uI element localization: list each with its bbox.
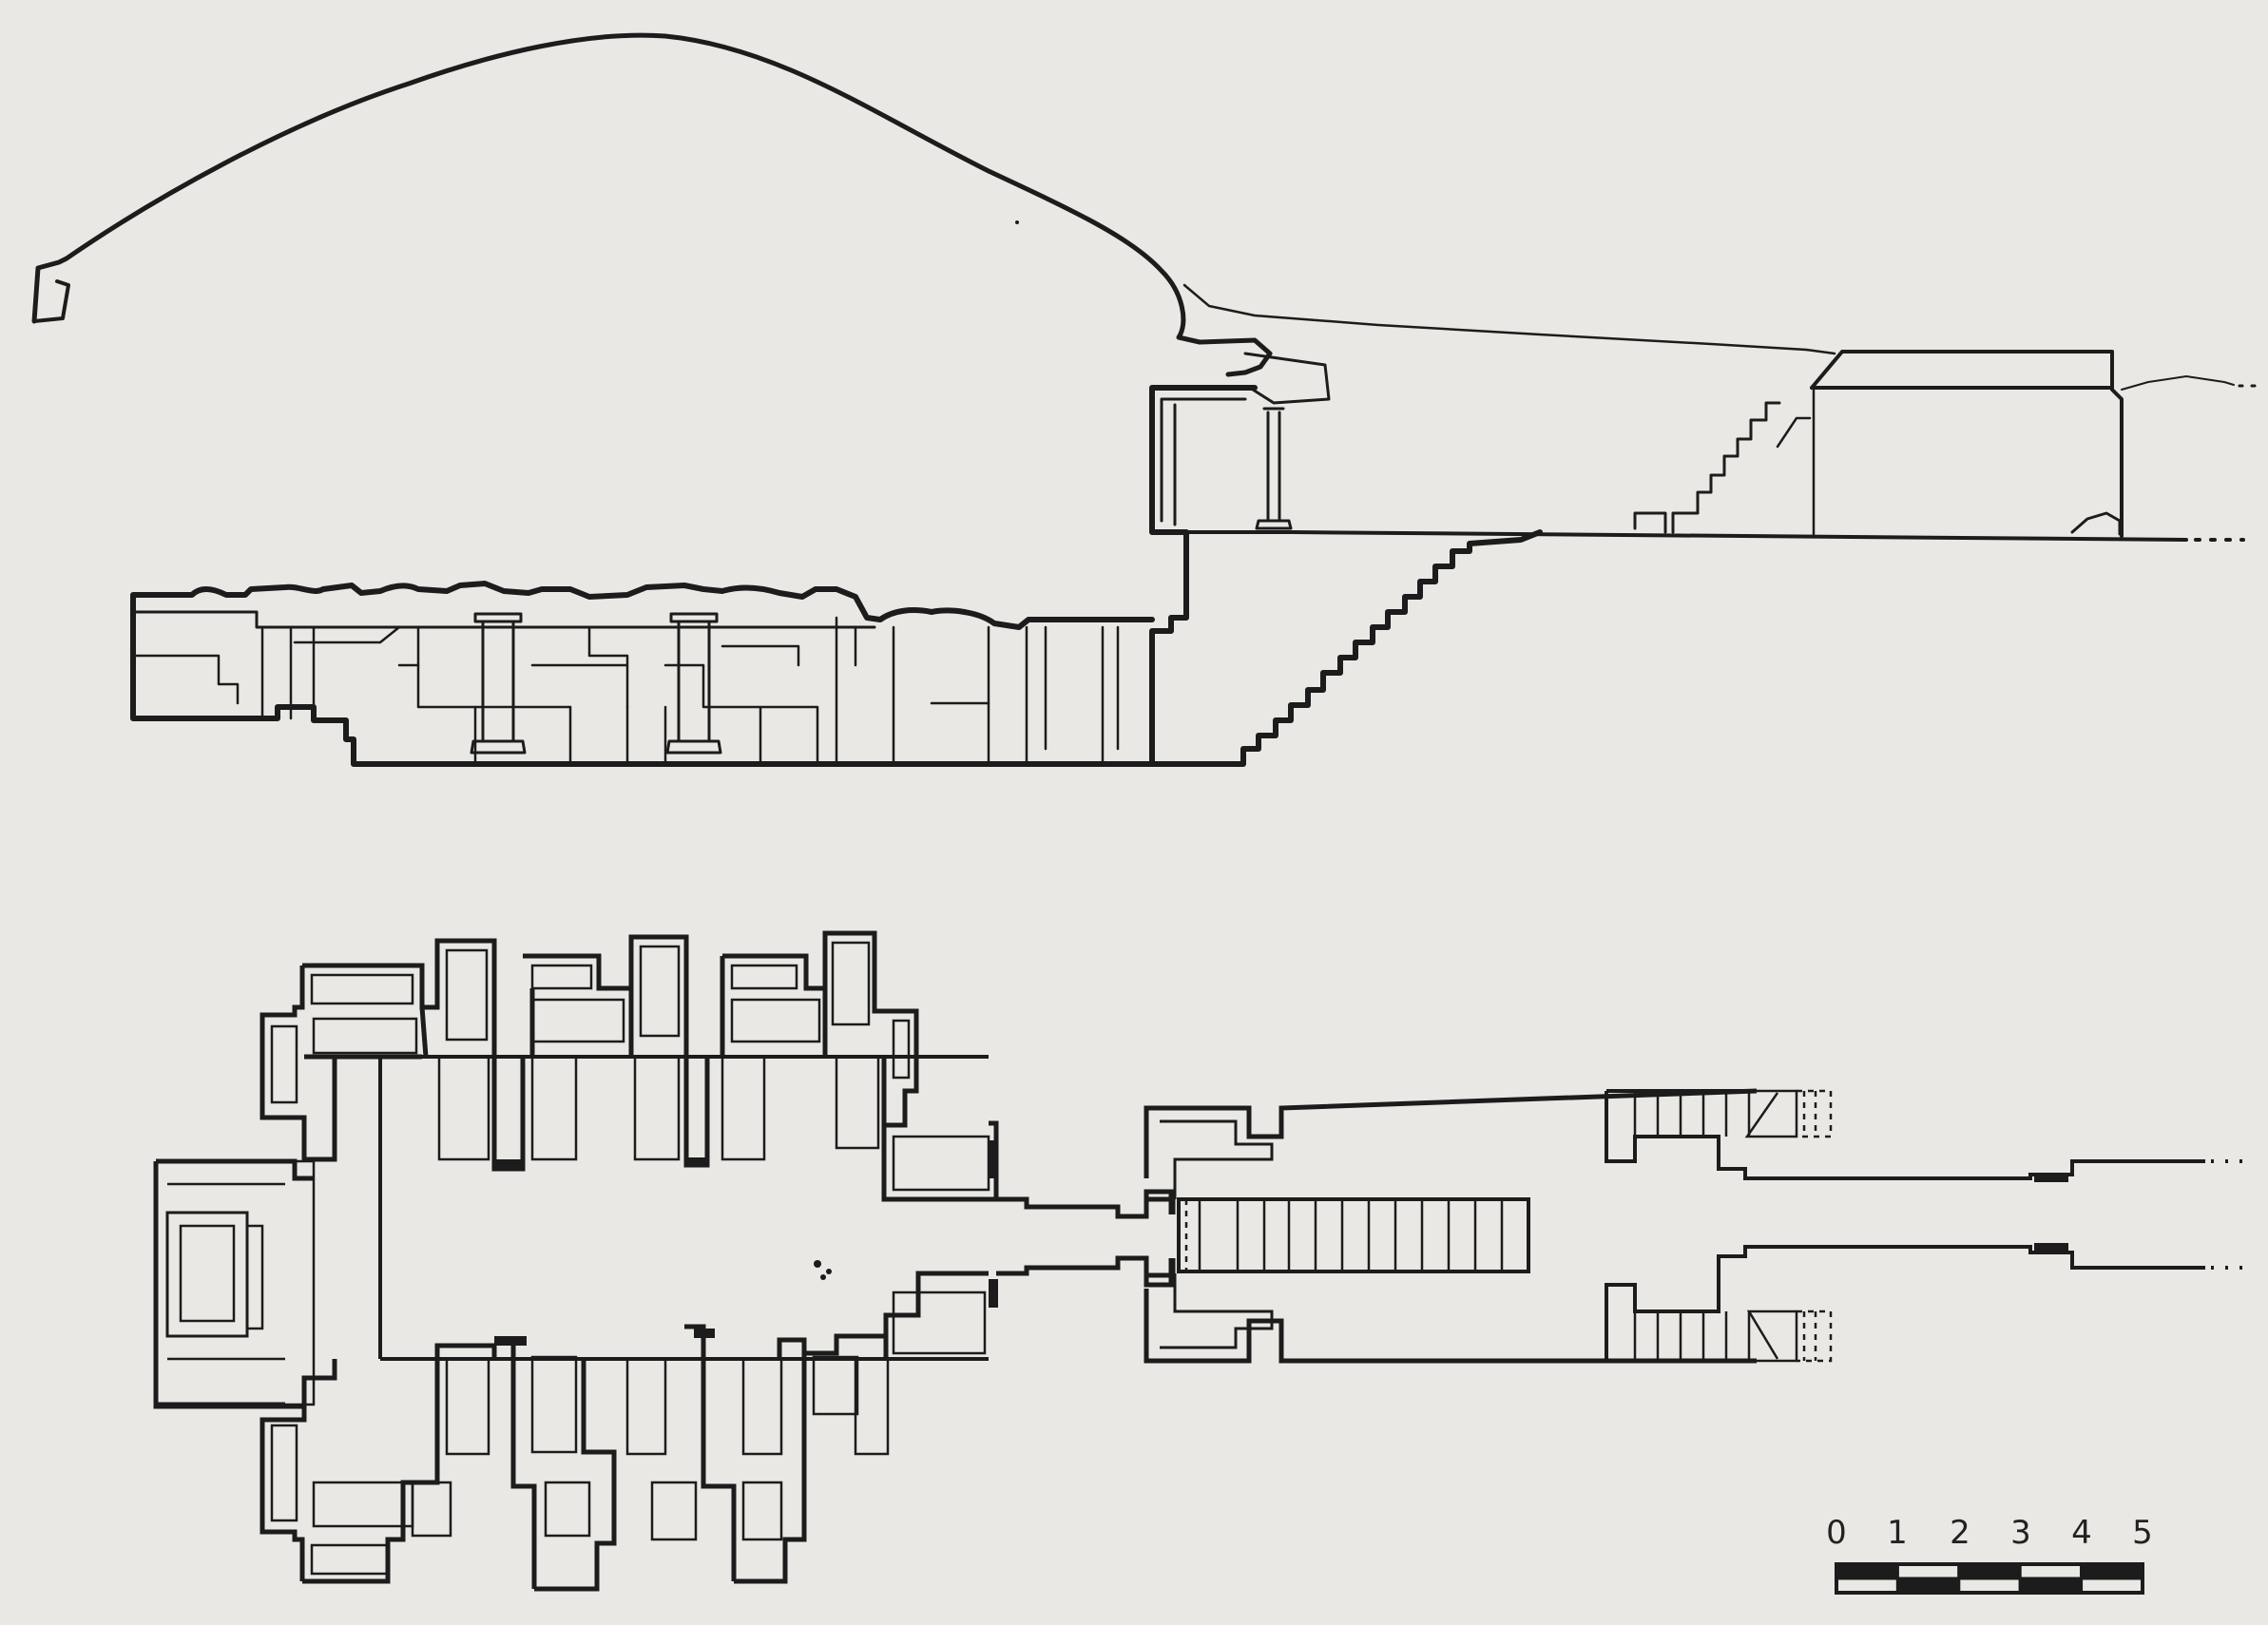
scale-bar-labels: 0 1 2 3 4 5 <box>1826 1514 2153 1552</box>
scale-bar-segment <box>2018 1577 2084 1595</box>
portico-frame <box>1149 385 1258 535</box>
scale-bar-segment <box>1895 1577 1961 1595</box>
entrance-lintel-block <box>1243 352 1331 405</box>
plan-upper-dark-walls <box>494 1140 998 1178</box>
plan-upper-side-stair <box>1605 1089 2124 1180</box>
plan-corridor-end-pads <box>2034 1175 2068 1252</box>
tumulus-mound-outline <box>31 32 1273 377</box>
ground-plan <box>153 220 2243 1592</box>
chamber-section-partitions <box>131 616 1120 766</box>
far-block-stub <box>1633 511 1667 534</box>
scale-label-0: 0 <box>1826 1514 1847 1552</box>
plan-end-chamber <box>153 1158 316 1407</box>
scale-bar-segment <box>1835 1562 1899 1580</box>
far-right-terrain <box>2121 375 2235 391</box>
far-block-outline <box>1810 350 2124 538</box>
plan-passage <box>989 1189 1174 1288</box>
plan-corridor-continuation <box>2072 1159 2243 1270</box>
plan-central-stair-treads <box>1177 1199 1504 1271</box>
mound-left-base <box>32 279 70 323</box>
ground-surface-line <box>1182 283 1836 355</box>
chamber-column-2 <box>665 612 722 755</box>
scale-bar-segment <box>1957 1562 2022 1580</box>
plan-dromos <box>1144 1088 1758 1364</box>
portico-column <box>1255 407 1293 530</box>
scale-bar-segment <box>2018 1562 2084 1580</box>
far-block-edge <box>1776 388 1816 538</box>
chamber-section-outline <box>130 581 1155 767</box>
scale-label-3: 3 <box>2010 1514 2031 1552</box>
scale-label-1: 1 <box>1887 1514 1908 1552</box>
plan-lower-room-walls <box>270 1290 987 1576</box>
plan-upper-room-walls <box>270 941 990 1192</box>
plan-lower-dark-walls <box>494 1279 998 1346</box>
scale-label-5: 5 <box>2132 1514 2153 1552</box>
longitudinal-section <box>31 32 2264 767</box>
scale-bar-frame <box>1835 1562 2144 1595</box>
plan-lower-side-stair <box>1605 1245 2124 1363</box>
chamber-roof-line <box>131 610 876 629</box>
scan-specks <box>814 220 1019 1280</box>
far-block-rubble <box>2070 511 2122 536</box>
scale-label-2: 2 <box>1950 1514 1970 1552</box>
scale-bar-segment <box>2080 1577 2144 1595</box>
scale-bar-segment <box>1957 1577 2022 1595</box>
shaft-outline <box>1149 529 1543 767</box>
ground-level-line <box>1184 530 2188 542</box>
scale-bar-segment <box>1835 1577 1899 1595</box>
scale-label-4: 4 <box>2071 1514 2092 1552</box>
far-block-steps <box>1671 401 1781 534</box>
scale-bar-segment <box>1895 1562 1961 1580</box>
scale-bar-segment <box>2080 1562 2144 1580</box>
scale-bar: 0 1 2 3 4 5 <box>1826 1514 2153 1595</box>
scale-bar-segments <box>1835 1562 2144 1595</box>
chamber-column-1 <box>470 612 527 755</box>
portico-inner <box>1160 397 1247 526</box>
